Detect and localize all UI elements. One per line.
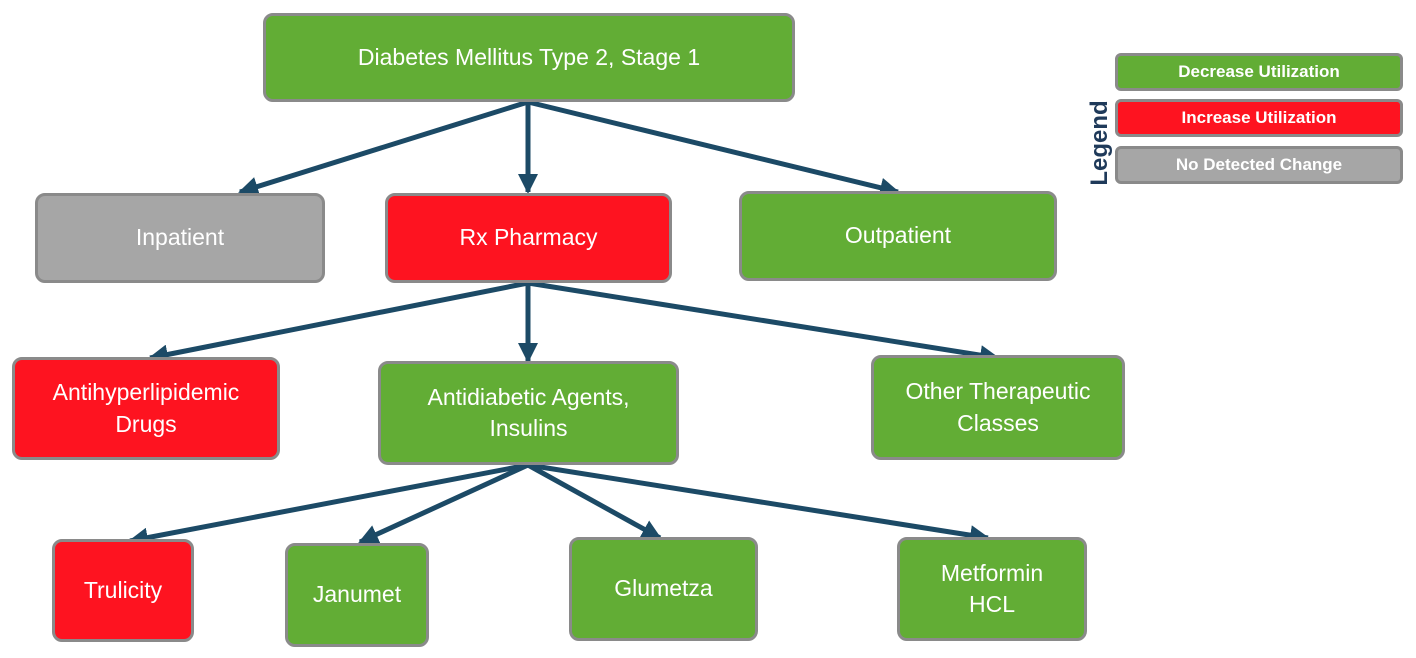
legend-item-increase: Increase Utilization — [1115, 99, 1403, 137]
node-outpatient: Outpatient — [739, 191, 1057, 281]
node-glumetza: Glumetza — [569, 537, 758, 641]
edge-rx-other-classes — [527, 280, 1000, 366]
edge-rx-antihyperlipidemic — [148, 280, 529, 365]
legend-item-decrease: Decrease Utilization — [1115, 53, 1403, 91]
node-rx-pharmacy: Rx Pharmacy — [385, 193, 672, 283]
edge-root-inpatient — [238, 99, 529, 197]
edge-antidiabetic-trulicity — [128, 462, 529, 548]
edge-root-outpatient — [527, 99, 900, 198]
node-other-therapeutic-classes: Other Therapeutic Classes — [871, 355, 1125, 460]
node-inpatient: Inpatient — [35, 193, 325, 283]
node-antihyperlipidemic-drugs: Antihyperlipidemic Drugs — [12, 357, 280, 460]
node-antidiabetic-agents-insulins: Antidiabetic Agents, Insulins — [378, 361, 679, 465]
edge-antidiabetic-janumet — [358, 462, 530, 545]
node-metformin-hcl: Metformin HCL — [897, 537, 1087, 641]
edge-antidiabetic-glumetza — [526, 462, 662, 541]
edge-antidiabetic-metformin — [527, 462, 990, 546]
legend-title: Legend — [1086, 100, 1113, 186]
node-janumet: Janumet — [285, 543, 429, 647]
legend-item-no-change: No Detected Change — [1115, 146, 1403, 184]
node-diabetes-root: Diabetes Mellitus Type 2, Stage 1 — [263, 13, 795, 102]
node-trulicity: Trulicity — [52, 539, 194, 642]
